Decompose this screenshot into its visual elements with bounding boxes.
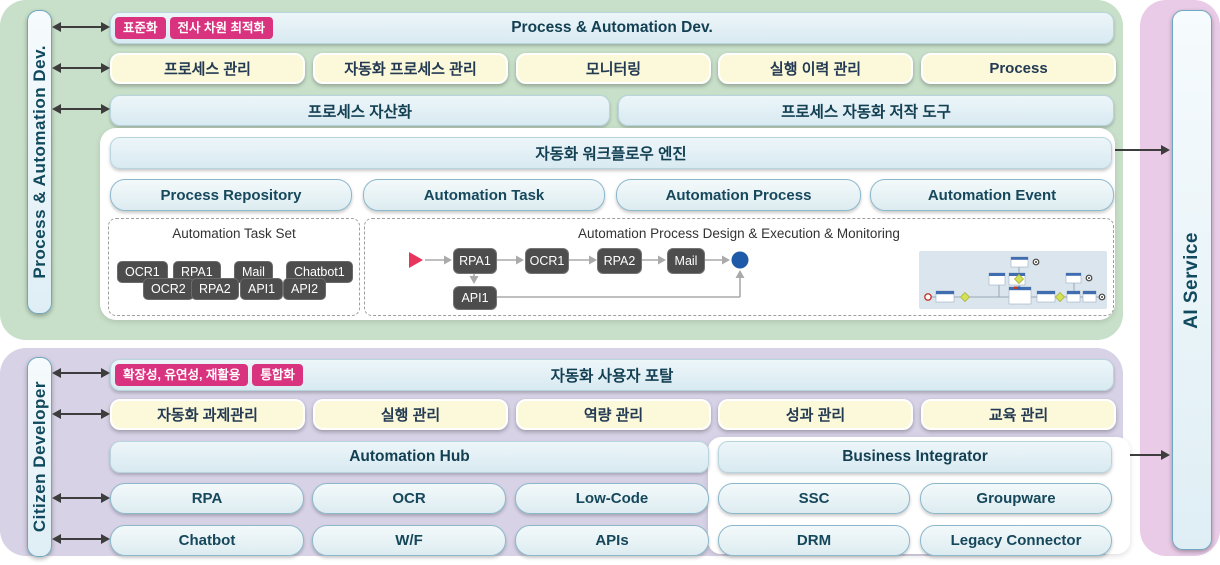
flow-node-ocr1: OCR1 — [525, 248, 569, 274]
integrator-ssc: SSC — [718, 483, 910, 514]
arrow-citizen-hub1 — [52, 492, 110, 505]
integrator-drm: DRM — [718, 525, 910, 556]
integrator-groupware: Groupware — [920, 483, 1112, 514]
block-process: Process — [921, 53, 1116, 84]
block-education-mgmt: 교육 관리 — [921, 399, 1116, 430]
arrow-citizen-header — [52, 367, 110, 380]
arrow-dev-asset — [52, 103, 110, 116]
task-tag-api1: API1 — [240, 278, 284, 300]
block-automation-task-mgmt: 자동화 과제관리 — [110, 399, 305, 430]
citizen-header-title: 자동화 사용자 포탈 — [550, 368, 674, 385]
block-capability-mgmt: 역량 관리 — [516, 399, 711, 430]
badge-integration: 통합화 — [252, 363, 303, 387]
arrow-dev-mgmt — [52, 62, 110, 75]
flow-node-rpa1: RPA1 — [453, 248, 497, 274]
process-design-title: Automation Process Design & Execution & … — [578, 226, 900, 241]
business-integrator-title-bar: Business Integrator — [718, 441, 1112, 473]
flow-node-rpa2: RPA2 — [597, 248, 642, 274]
hub-low-code: Low-Code — [515, 483, 709, 514]
block-automation-process-mgmt: 자동화 프로세스 관리 — [313, 53, 508, 84]
rail-process-automation-dev: Process & Automation Dev. — [27, 10, 52, 314]
citizen-header-badges: 확장성, 유연성, 재활용 통합화 — [115, 360, 303, 390]
rail-process-automation-dev-label: Process & Automation Dev. — [29, 45, 49, 279]
block-process-authoring-tool: 프로세스 자동화 저작 도구 — [618, 95, 1114, 126]
task-tag-rpa2: RPA2 — [191, 278, 239, 300]
hub-apis: APIs — [515, 525, 709, 556]
citizen-header-bar: 확장성, 유연성, 재활용 통합화 자동화 사용자 포탈 — [110, 359, 1114, 391]
badge-extensibility: 확장성, 유연성, 재활용 — [115, 363, 249, 387]
module-process-repository: Process Repository — [110, 179, 352, 211]
hub-wf: W/F — [312, 525, 506, 556]
block-monitoring: 모니터링 — [516, 53, 711, 84]
rail-ai-service-label: AI Service — [1181, 231, 1202, 329]
automation-task-set-title: Automation Task Set — [172, 226, 296, 241]
block-process-assetization: 프로세스 자산화 — [110, 95, 610, 126]
task-tag-ocr1: OCR1 — [117, 261, 168, 283]
hub-rpa: RPA — [110, 483, 304, 514]
dev-header-badges: 표준화 전사 차원 최적화 — [115, 13, 273, 43]
hub-ocr: OCR — [312, 483, 506, 514]
module-automation-event: Automation Event — [870, 179, 1114, 211]
flow-node-api1: API1 — [453, 286, 497, 310]
task-tag-api2: API2 — [283, 278, 327, 300]
module-automation-task: Automation Task — [363, 179, 605, 211]
arrow-citizen-hub2 — [52, 533, 110, 546]
arrow-dev-header — [52, 21, 110, 34]
automation-hub-title-bar: Automation Hub — [110, 441, 709, 473]
block-process-mgmt: 프로세스 관리 — [110, 53, 305, 84]
module-automation-process: Automation Process — [616, 179, 861, 211]
automation-task-set-box: Automation Task Set OCR1 RPA1 Mail Chatb… — [108, 218, 360, 316]
block-execution-mgmt: 실행 관리 — [313, 399, 508, 430]
process-design-box: Automation Process Design & Execution & … — [364, 218, 1114, 316]
rail-citizen-developer: Citizen Developer — [27, 357, 52, 557]
task-tag-mail: Mail — [234, 261, 273, 283]
flow-node-mail: Mail — [667, 248, 705, 274]
engine-title-bar: 자동화 워크플로우 엔진 — [110, 137, 1112, 169]
integrator-legacy-connector: Legacy Connector — [920, 525, 1112, 556]
block-performance-mgmt: 성과 관리 — [718, 399, 913, 430]
block-execution-history-mgmt: 실행 이력 관리 — [718, 53, 913, 84]
task-tag-ocr2: OCR2 — [143, 278, 194, 300]
rail-citizen-developer-label: Citizen Developer — [29, 381, 49, 533]
workflow-thumbnail — [919, 251, 1107, 309]
dev-header-bar: 표준화 전사 차원 최적화 Process & Automation Dev. — [110, 12, 1114, 44]
arrow-citizen-mgmt — [52, 408, 110, 421]
rail-ai-service: AI Service — [1172, 10, 1212, 550]
badge-company-optimization: 전사 차원 최적화 — [169, 16, 273, 40]
hub-chatbot: Chatbot — [110, 525, 304, 556]
flow-connectors — [409, 251, 749, 298]
badge-standardization: 표준화 — [115, 16, 166, 40]
dev-header-title: Process & Automation Dev. — [511, 19, 713, 36]
